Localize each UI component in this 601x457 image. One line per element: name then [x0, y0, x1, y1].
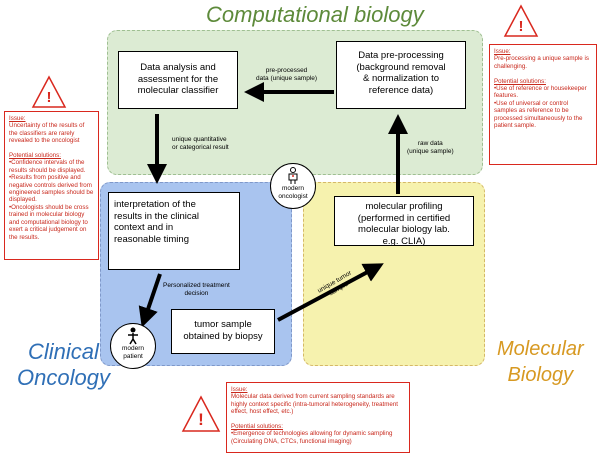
solutions-text: •Confidence intervals of the results sho…	[9, 159, 94, 241]
data-preprocessing-box: Data pre-processing (background removal …	[336, 41, 466, 109]
issue-heading: Issue:	[9, 115, 26, 122]
solutions-text: •Emergence of technologies allowing for …	[231, 430, 393, 445]
solutions-heading: Potential solutions:	[494, 77, 546, 85]
solutions-text: •Use of reference or housekeeper feature…	[494, 85, 587, 130]
computational-biology-title: Computational biology	[206, 2, 424, 27]
oncologist-label: modern oncologist	[278, 185, 308, 200]
clinical-oncology-title: Clinical Oncology	[17, 339, 110, 390]
oncologist-icon	[288, 167, 298, 184]
preprocessed-data-label: pre-processed data (unique sample)	[256, 67, 318, 82]
interpretation-box: interpretation of the results in the cli…	[108, 192, 240, 270]
solutions-heading: Potential solutions:	[9, 152, 61, 160]
unique-result-label: unique quantitative or categorical resul…	[172, 136, 229, 151]
raw-data-label: raw data (unique sample)	[407, 140, 454, 155]
issue-heading: Issue:	[231, 386, 248, 393]
personalized-treatment-label: Personalized treatment decision	[163, 282, 230, 297]
modern-patient: modern patient	[110, 323, 156, 369]
issue-text: Molecular data derived from current samp…	[231, 393, 399, 416]
issue-text: Pre-processing a unique sample is challe…	[494, 55, 589, 70]
data-analysis-box: Data analysis and assessment for the mol…	[118, 51, 238, 109]
arrow-tumor-sample	[277, 263, 384, 322]
arrow-personalized	[138, 273, 162, 328]
solutions-heading: Potential solutions:	[231, 423, 283, 431]
issue-box-uncertainty: Issue: Uncertainty of the results of the…	[4, 111, 99, 260]
svg-text:!: !	[519, 18, 524, 35]
patient-label: modern patient	[121, 345, 145, 360]
molecular-biology-title: Molecular Biology	[497, 338, 584, 386]
warning-icon-left: !	[31, 75, 67, 108]
svg-text:!: !	[198, 410, 204, 429]
svg-text:!: !	[47, 89, 52, 106]
warning-icon-right: !	[503, 4, 539, 37]
molecular-profiling-box: molecular profiling (performed in certif…	[334, 196, 474, 247]
issue-box-sampling: Issue: Molecular data derived from curre…	[226, 382, 410, 453]
warning-icon-bottom: !	[181, 395, 221, 432]
issue-box-preprocessing: Issue: Pre-processing a unique sample is…	[489, 44, 597, 165]
patient-icon	[128, 327, 138, 345]
issue-text: Uncertainty of the results of the classi…	[9, 122, 85, 145]
issue-heading: Issue:	[494, 48, 511, 55]
modern-oncologist: modern oncologist	[270, 163, 316, 209]
tumor-sample-box: tumor sample obtained by biopsy	[171, 309, 275, 354]
